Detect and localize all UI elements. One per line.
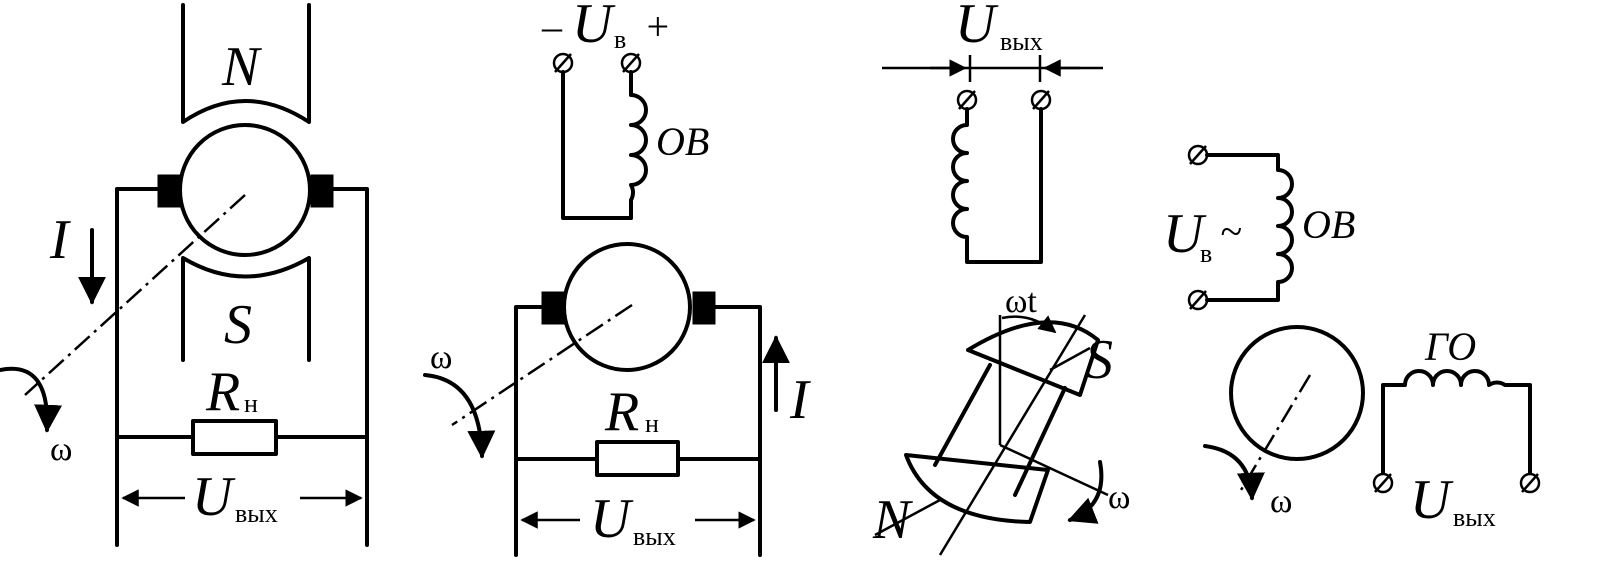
generator-winding-coil <box>1381 369 1532 475</box>
angle-arc <box>1001 315 1057 334</box>
diagram-ac-generator-field-winding: U в ~ ОВ ω ГО U вых <box>1163 144 1541 532</box>
load-resistor <box>595 440 680 477</box>
label-field-winding: ОВ <box>656 119 709 164</box>
label-minus: – <box>541 4 563 49</box>
label-plus: + <box>644 4 671 49</box>
label-output-voltage: U <box>955 0 999 55</box>
label-ac-tilde: ~ <box>1220 209 1242 254</box>
label-omega: ω <box>430 339 452 376</box>
label-output-voltage: U <box>1410 469 1454 531</box>
wire-left <box>115 187 195 439</box>
rotation-arrow <box>423 373 496 459</box>
brush-right <box>310 174 334 208</box>
label-excitation-sub: в <box>614 25 626 54</box>
magnet-pole-south <box>966 320 1100 397</box>
label-omega: ω <box>1108 479 1130 516</box>
field-winding-coil <box>1205 153 1294 302</box>
label-output-voltage-sub: вых <box>235 499 278 528</box>
rotation-axis <box>451 303 633 427</box>
label-output-voltage-sub: вых <box>633 522 676 551</box>
terminal-out-right <box>1519 472 1541 494</box>
wire-right <box>274 187 369 439</box>
field-winding-coil <box>629 70 648 220</box>
label-north: N <box>221 36 262 98</box>
label-south: S <box>224 294 252 356</box>
diagram-dc-generator-magnet: N S I ω R н U вых <box>0 3 369 547</box>
rotor-circle <box>1229 325 1365 461</box>
label-excitation-voltage: U <box>572 0 616 55</box>
label-resistor-sub: н <box>645 409 659 438</box>
diagram-ac-generator-rotating-magnet: U вых ωt S N ω <box>872 0 1130 556</box>
rotation-arrow <box>1203 444 1265 501</box>
brush-right <box>692 291 716 325</box>
magnet-body-left <box>933 363 992 467</box>
brush-left <box>541 291 565 325</box>
magnet-pole-north <box>904 453 1050 524</box>
label-north: N <box>872 489 913 551</box>
magnet-body-right <box>1013 386 1067 497</box>
label-angle: ωt <box>1005 283 1037 320</box>
label-output-voltage-sub: вых <box>1453 503 1496 532</box>
label-excitation-voltage: U <box>1163 203 1207 265</box>
magnet-axis <box>938 314 1087 556</box>
wire-right <box>676 305 762 461</box>
terminal-out-left <box>1372 472 1394 494</box>
label-resistor-sub: н <box>244 389 258 418</box>
label-output-voltage: U <box>192 466 236 528</box>
label-resistor: R <box>205 361 240 423</box>
label-current: I <box>49 209 71 271</box>
wire-left <box>514 305 599 461</box>
label-excitation-sub: в <box>1200 239 1212 268</box>
label-omega: ω <box>50 431 72 468</box>
label-south: S <box>1085 329 1113 391</box>
armature-circle <box>178 123 312 257</box>
stator-coil <box>951 107 1043 264</box>
magnet-pole-south <box>181 256 311 362</box>
label-resistor: R <box>604 381 639 443</box>
magnet-pole-north <box>181 3 311 124</box>
brush-left <box>157 174 181 208</box>
label-output-voltage-sub: вых <box>1000 27 1043 56</box>
load-resistor <box>191 419 278 456</box>
label-current: I <box>789 369 811 431</box>
excitation-wire-left <box>561 70 633 220</box>
label-omega: ω <box>1270 483 1292 520</box>
label-generator-winding: ГО <box>1424 324 1476 369</box>
rotation-axis <box>24 194 246 396</box>
label-field-winding: ОВ <box>1302 202 1355 247</box>
rotation-arrow <box>1067 460 1104 524</box>
label-output-voltage: U <box>590 488 634 550</box>
rotation-arrow <box>0 366 63 433</box>
diagram-dc-generator-field-winding: – U в + ОВ ω I R н U вых <box>423 0 811 557</box>
